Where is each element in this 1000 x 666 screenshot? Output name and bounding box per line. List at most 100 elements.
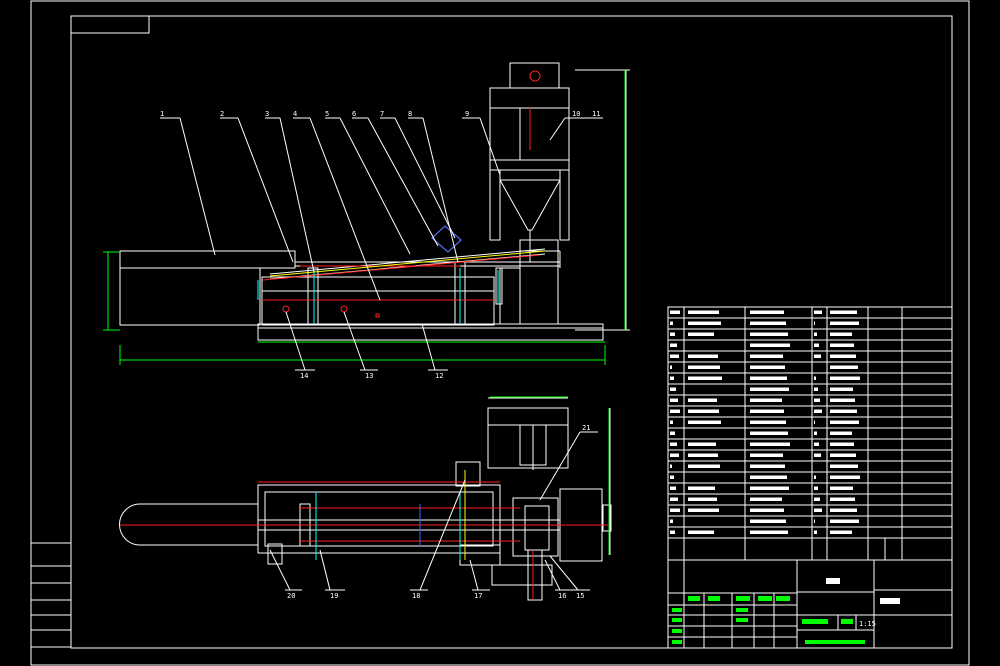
parts-list-entry-mark: [688, 376, 722, 380]
parts-list-entry-mark: [814, 508, 822, 512]
parts-list-entry-mark: [670, 343, 677, 347]
callout-8: 8: [408, 110, 412, 118]
parts-list-entry-mark: [688, 497, 717, 501]
parts-list-entry-mark: [750, 431, 788, 435]
parts-list-entry-mark: [750, 453, 783, 457]
callout-17: 17: [474, 592, 482, 600]
parts-list-entry-mark: [688, 420, 721, 424]
parts-list-entry-mark: [814, 332, 817, 336]
parts-list-entry-mark: [670, 321, 673, 325]
parts-list-entry-mark: [670, 398, 678, 402]
parts-list-entry-mark: [670, 464, 672, 468]
parts-list-entry-mark: [830, 464, 858, 468]
parts-list-entry-mark: [688, 409, 719, 413]
parts-list-entry-mark: [830, 530, 852, 534]
parts-list-entry-mark: [750, 321, 786, 325]
callout-6: 6: [352, 110, 356, 118]
parts-list-entry-mark: [830, 310, 857, 314]
title-block-marks: 1:15: [672, 578, 900, 644]
leader-lines-elevation: [160, 117, 603, 371]
parts-list-entry-mark: [830, 442, 854, 446]
parts-list-entry-mark: [830, 332, 852, 336]
parts-list-entry-mark: [830, 420, 859, 424]
parts-list-entry-mark: [750, 387, 789, 391]
parts-list-entry-mark: [688, 464, 720, 468]
parts-list-entry-mark: [670, 376, 674, 380]
parts-list-entry-mark: [750, 464, 785, 468]
parts-list-entry-mark: [750, 376, 787, 380]
callout-18: 18: [412, 592, 420, 600]
parts-list-entry-mark: [688, 442, 716, 446]
parts-list-entry-mark: [670, 332, 675, 336]
parts-list-entry-mark: [814, 453, 821, 457]
parts-list-entry-mark: [670, 365, 672, 369]
callouts-plan: 20 19 18 17 16 15 21: [287, 424, 590, 600]
elevation-highlights: [103, 70, 626, 365]
parts-list-entry-mark: [688, 530, 714, 534]
parts-list-entry-mark: [750, 519, 786, 523]
plan-view: [119, 397, 612, 601]
parts-list-entry-mark: [814, 354, 821, 358]
parts-list-entry-mark: [830, 343, 854, 347]
parts-list-entry-mark: [750, 354, 783, 358]
callout-5: 5: [325, 110, 329, 118]
parts-list-entry-mark: [830, 365, 858, 369]
scale-value: 1:15: [859, 620, 876, 628]
parts-list-entry-mark: [670, 431, 675, 435]
parts-list-entry-mark: [814, 321, 815, 325]
parts-list-entry-mark: [814, 519, 815, 523]
parts-list-entry-mark: [814, 343, 819, 347]
parts-list-entry-mark: [670, 530, 675, 534]
parts-list-entry-mark: [750, 310, 784, 314]
parts-list-entry-mark: [750, 365, 785, 369]
callout-7: 7: [380, 110, 384, 118]
parts-list-entry-mark: [670, 453, 679, 457]
parts-list-entry-mark: [830, 354, 856, 358]
callout-10: 10: [572, 110, 580, 118]
parts-list-entry-mark: [830, 453, 856, 457]
parts-list-entry-mark: [670, 310, 680, 314]
parts-list-entry-mark: [814, 442, 819, 446]
parts-list-rows: [668, 317, 952, 539]
parts-list-entry-mark: [688, 486, 715, 490]
parts-list-entry-mark: [670, 519, 673, 523]
parts-list-entry-mark: [830, 497, 855, 501]
callout-13: 13: [365, 372, 373, 380]
leader-lines-plan: [269, 431, 598, 591]
parts-list-entry-mark: [814, 376, 816, 380]
parts-list-entry-mark: [814, 409, 822, 413]
parts-list-entry-mark: [814, 486, 818, 490]
parts-list-entry-mark: [814, 310, 822, 314]
parts-list-entry-mark: [750, 486, 789, 490]
parts-list-entry-mark: [814, 420, 815, 424]
parts-list-entry-mark: [750, 475, 787, 479]
callout-14: 14: [300, 372, 308, 380]
parts-list-entry-mark: [830, 321, 859, 325]
parts-list-entry-mark: [670, 486, 676, 490]
parts-list-entry-mark: [814, 431, 817, 435]
parts-list-entry-mark: [750, 409, 784, 413]
parts-list-entry-mark: [814, 387, 818, 391]
parts-list-entry-mark: [670, 475, 674, 479]
callout-3: 3: [265, 110, 269, 118]
parts-list-entry-mark: [670, 354, 679, 358]
parts-list-entry-mark: [830, 508, 857, 512]
parts-list-entry-mark: [670, 420, 673, 424]
parts-list-entry-mark: [750, 332, 788, 336]
parts-list-entry-mark: [830, 475, 860, 479]
parts-list-entry-mark: [688, 332, 714, 336]
parts-list-entry-mark: [688, 365, 720, 369]
parts-list-entry-mark: [688, 310, 719, 314]
callout-15: 15: [576, 592, 584, 600]
side-stamp: [30, 542, 72, 648]
parts-list-entry-mark: [830, 519, 859, 523]
plan-highlights: [120, 396, 610, 600]
parts-list-entry-mark: [830, 398, 855, 402]
parts-list-entry-mark: [750, 343, 790, 347]
parts-list-entry-mark: [830, 409, 857, 413]
parts-list-entry-mark: [688, 321, 721, 325]
parts-list-entry-mark: [670, 497, 678, 501]
callout-20: 20: [287, 592, 295, 600]
callout-11: 11: [592, 110, 600, 118]
